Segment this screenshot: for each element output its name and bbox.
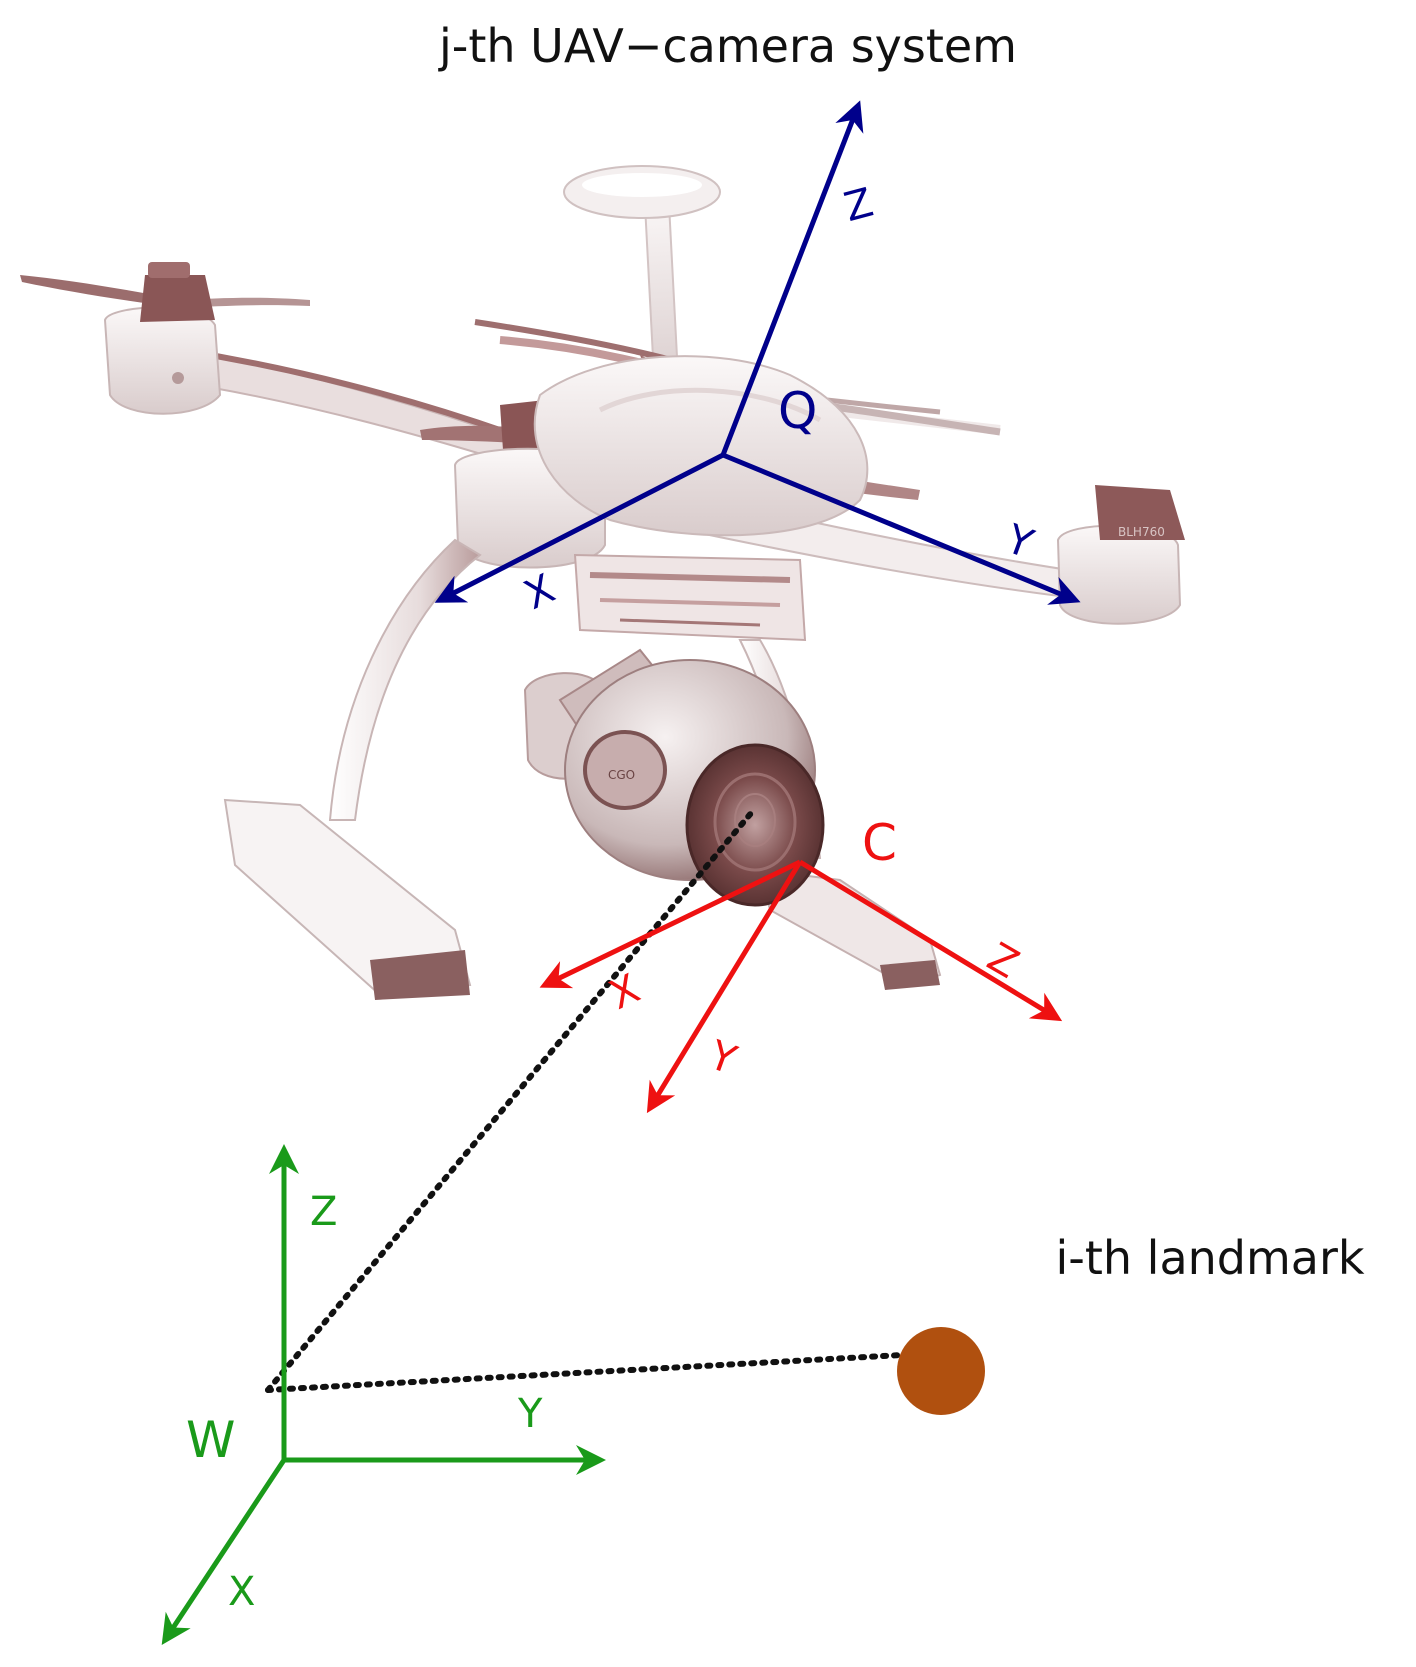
world-frame: W Z Y X — [161, 1144, 606, 1646]
camera-label: CGO — [608, 768, 635, 782]
drone-antenna — [563, 165, 721, 396]
motor-label: BLH760 — [1118, 525, 1165, 539]
camera-axis-x-label: X — [603, 966, 647, 1019]
uav-axis-y-label: Y — [999, 516, 1039, 568]
uav-origin-label: Q — [778, 382, 817, 440]
drone-motor-right: BLH760 — [1056, 485, 1185, 625]
drone-motor-front-left — [103, 262, 222, 415]
uav-axis-x-label: X — [518, 566, 562, 619]
uav-camera-system-title: j-th UAV−camera system — [438, 19, 1017, 73]
sight-lines — [265, 809, 905, 1393]
uav-axis-y — [722, 452, 1081, 605]
landmark-point — [897, 1327, 985, 1415]
uav-axis-z-label: Z — [840, 180, 878, 232]
drone-body — [533, 355, 869, 537]
world-axis-z-label: Z — [310, 1189, 337, 1235]
drone-propeller-front-left — [20, 275, 310, 308]
camera-axis-z-label: Z — [980, 934, 1027, 988]
drone-illustration: BLH760 CGO — [20, 165, 1185, 1000]
landmark — [897, 1327, 985, 1415]
camera-axis-y-label: Y — [702, 1032, 742, 1084]
uav-axis-z — [720, 100, 864, 456]
world-axis-x-label: X — [228, 1569, 255, 1615]
world-origin-label: W — [186, 1411, 235, 1469]
landmark-label: i-th landmark — [1055, 1231, 1364, 1285]
camera-axis-y — [646, 860, 803, 1114]
sight-line-world-to-landmark — [265, 1352, 905, 1393]
camera-origin-label: C — [862, 814, 897, 872]
camera-axis-x — [539, 859, 802, 989]
world-axis-x — [161, 1458, 287, 1646]
uav-frame: Q Z X Y — [434, 100, 1081, 619]
uav-axis-x — [434, 452, 725, 603]
camera-axis-z — [798, 859, 1063, 1022]
drone-gimbal-mount — [573, 553, 807, 642]
sight-line-world-to-camera — [265, 809, 755, 1393]
world-axis-y-label: Y — [517, 1391, 543, 1437]
drone-left-leg — [223, 538, 482, 1000]
